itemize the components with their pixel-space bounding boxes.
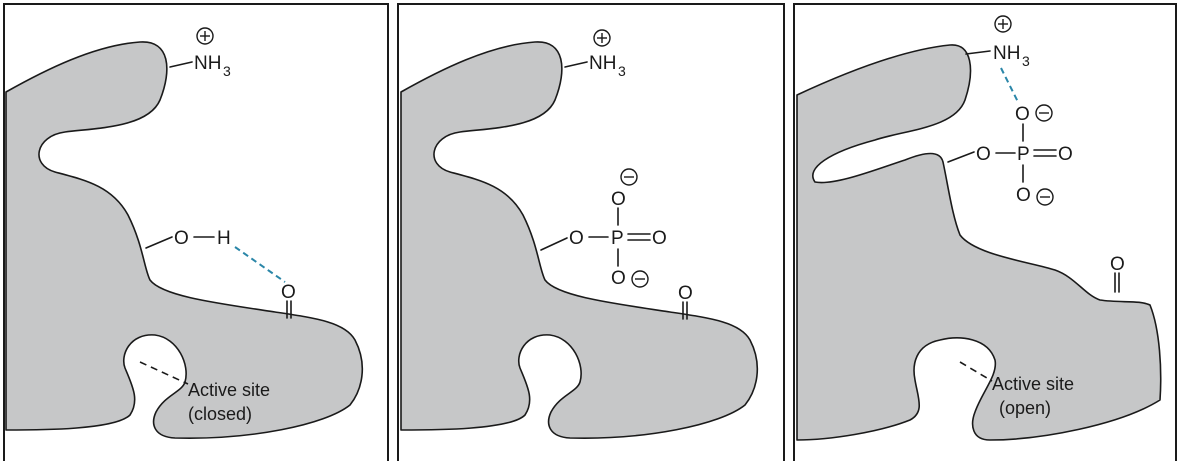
panel-1-carbonyl-double-bond (286, 300, 292, 319)
panel-3: NH 3 O O P O O O Active site (open) (793, 3, 1177, 461)
panel-3-o-right: O (1058, 144, 1073, 165)
panel-3-negative-charge-icon-bottom (1036, 188, 1054, 206)
panel-2-o-bottom: O (611, 268, 626, 289)
panel-3-p: P (1017, 144, 1030, 165)
panel-3-protein (796, 44, 1162, 441)
panel-1-site-state: (closed) (188, 404, 252, 424)
panel-1: NH 3 O H O Active site (closed) (3, 3, 389, 461)
panel-2-ester-o: O (569, 228, 584, 249)
panel-3-negative-charge-icon-top (1035, 104, 1053, 122)
panel-3-double-bond-p-o (1033, 149, 1057, 157)
panel-2-carbonyl-o: O (678, 283, 693, 304)
panel-3-carbonyl-double-bond (1114, 272, 1120, 293)
panel-2-protein (400, 41, 759, 439)
panel-2-carbonyl-double-bond (682, 301, 688, 320)
panel-1-hydrogen-bond (234, 246, 286, 283)
panel-3-hydrogen-bond (1000, 67, 1019, 103)
panel-3-bond-n (965, 50, 991, 55)
panel-1-positive-charge-icon (196, 27, 214, 45)
panel-2-negative-charge-icon-bottom (631, 270, 649, 288)
panel-3-bond-side-o (947, 151, 975, 163)
panel-1-n-subscript: 3 (223, 63, 231, 79)
panel-2-positive-charge-icon (593, 29, 611, 47)
panel-3-n: NH (993, 43, 1020, 64)
panel-1-site-pointer (139, 361, 189, 385)
panel-1-protein (5, 41, 364, 439)
panel-2-negative-charge-icon-top (620, 168, 638, 186)
panel-1-o: O (174, 228, 189, 249)
panel-2-n-subscript: 3 (618, 63, 626, 79)
panel-1-bond-n (169, 61, 193, 68)
panel-2-frame (397, 3, 785, 461)
panel-3-n-subscript: 3 (1022, 53, 1030, 69)
panel-3-site-state: (open) (999, 398, 1051, 418)
panel-2-o-top: O (611, 189, 626, 210)
panel-3-positive-charge-icon (994, 15, 1012, 33)
panel-3-o-top: O (1015, 104, 1030, 125)
panel-3-site-label: Active site (992, 374, 1074, 394)
panel-2-o-right: O (652, 228, 667, 249)
panel-2-bond-n (564, 61, 588, 68)
panel-2-bond-side-o (540, 237, 568, 251)
panel-3-ester-o: O (976, 144, 991, 165)
panel-3-o-bottom: O (1016, 185, 1031, 206)
panel-3-frame (793, 3, 1177, 461)
panel-1-carbonyl-o: O (281, 282, 296, 303)
panel-1-bond-oh-side (145, 236, 173, 249)
panel-1-frame (3, 3, 389, 461)
panel-1-site-label: Active site (188, 380, 270, 400)
panel-1-n: NH (194, 53, 221, 74)
panel-2-p: P (611, 228, 624, 249)
panel-3-site-pointer (959, 361, 993, 382)
panel-2-double-bond-p-o (627, 233, 651, 241)
panel-3-carbonyl-o: O (1110, 254, 1125, 275)
panel-1-h: H (217, 228, 231, 249)
panel-2: NH 3 O P O O O O (397, 3, 785, 461)
panel-2-n: NH (589, 53, 616, 74)
